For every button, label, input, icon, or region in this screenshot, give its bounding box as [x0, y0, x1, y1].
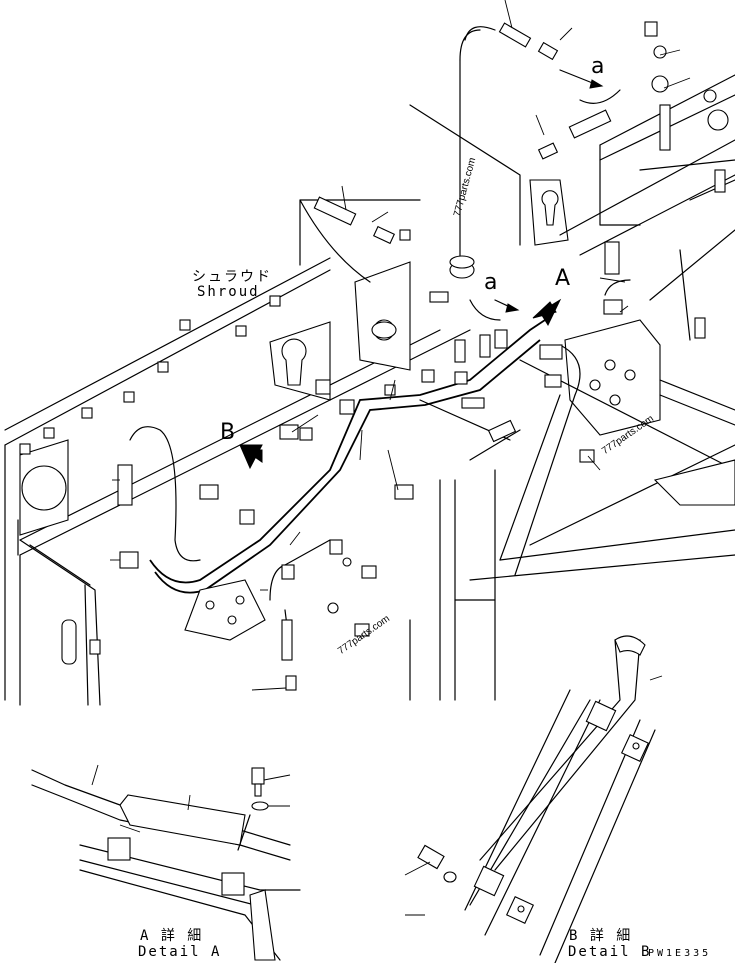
detail-a-japanese-label: A 詳 細 — [140, 928, 204, 944]
shroud-english-label: Shroud — [197, 284, 260, 300]
detail-b-drawing — [404, 635, 663, 963]
view-arrows — [239, 69, 604, 470]
fittings — [19, 21, 726, 691]
detail-b-english-label: Detail B — [568, 944, 652, 960]
callout-B: B — [220, 420, 236, 445]
shroud-frame — [4, 74, 735, 706]
callout-A: A — [555, 266, 571, 291]
shroud-japanese-label: シュラウド — [192, 269, 272, 285]
detail-a-english-label: Detail A — [138, 944, 222, 960]
detail-b-japanese-label: B 詳 細 — [569, 928, 633, 944]
detail-a-drawing — [31, 764, 301, 961]
drawing-code: PW1E335 — [648, 948, 712, 959]
leader-lines — [110, 0, 691, 691]
callout-a-lower: a — [484, 270, 498, 295]
piping-lines — [129, 26, 631, 651]
callout-a-upper: a — [591, 54, 605, 79]
